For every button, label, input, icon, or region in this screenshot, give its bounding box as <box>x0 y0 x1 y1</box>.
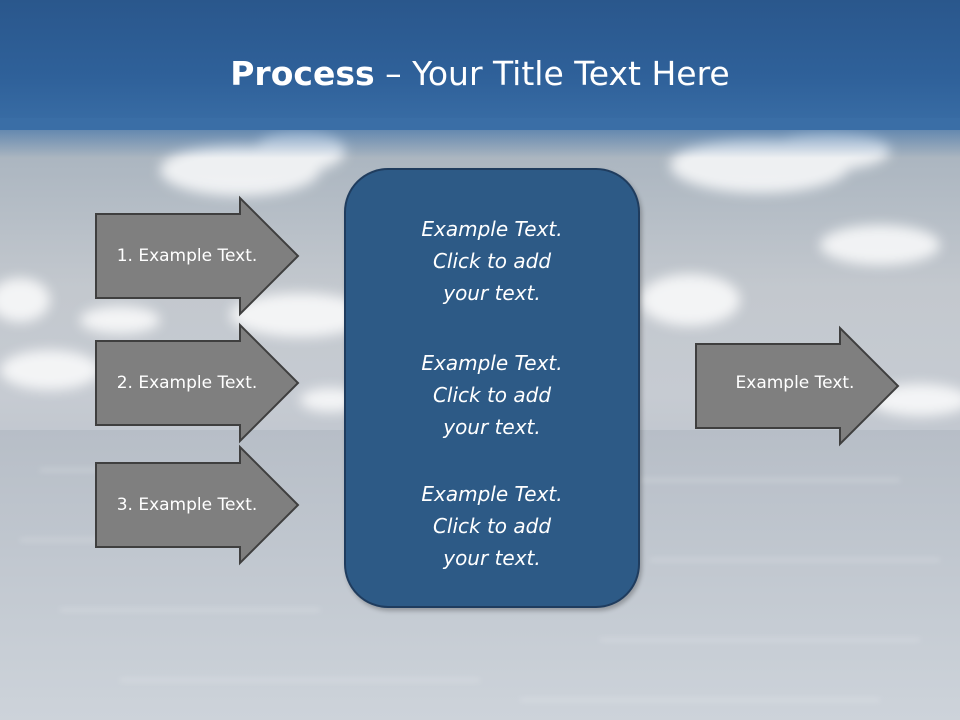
input-arrow-2[interactable] <box>95 322 300 444</box>
output-arrow-label: Example Text. <box>735 373 855 393</box>
water-ripples <box>20 469 940 701</box>
center-paragraph-3-line-3: your text. <box>443 546 541 570</box>
center-paragraph-1-line-3: your text. <box>443 281 541 305</box>
title-rest: – Your Title Text Here <box>374 54 730 93</box>
center-paragraph-2-line-2: Click to add <box>432 383 552 407</box>
center-paragraph-3: Example Text. Click to add your text. <box>346 478 638 574</box>
center-process-box[interactable]: Example Text. Click to add your text. Ex… <box>344 168 640 608</box>
center-paragraph-3-line-1: Example Text. <box>421 482 563 506</box>
title-bold: Process <box>230 54 375 93</box>
title-band <box>0 0 960 130</box>
center-paragraph-2-line-3: your text. <box>443 415 541 439</box>
slide-title[interactable]: Process – Your Title Text Here <box>0 52 960 96</box>
center-paragraph-1-line-2: Click to add <box>432 249 552 273</box>
center-paragraph-1: Example Text. Click to add your text. <box>346 213 638 309</box>
center-paragraph-1-line-1: Example Text. <box>421 217 563 241</box>
input-arrow-1[interactable] <box>95 195 300 317</box>
center-paragraph-2: Example Text. Click to add your text. <box>346 347 638 443</box>
input-arrow-1-label: 1. Example Text. <box>116 246 258 266</box>
input-arrow-2-label: 2. Example Text. <box>116 373 258 393</box>
title-band-fade <box>0 118 960 158</box>
center-paragraph-3-line-2: Click to add <box>432 514 552 538</box>
center-paragraph-2-line-1: Example Text. <box>421 351 563 375</box>
input-arrow-3[interactable] <box>95 444 300 566</box>
input-arrow-3-label: 3. Example Text. <box>116 495 258 515</box>
output-arrow[interactable] <box>695 325 900 447</box>
